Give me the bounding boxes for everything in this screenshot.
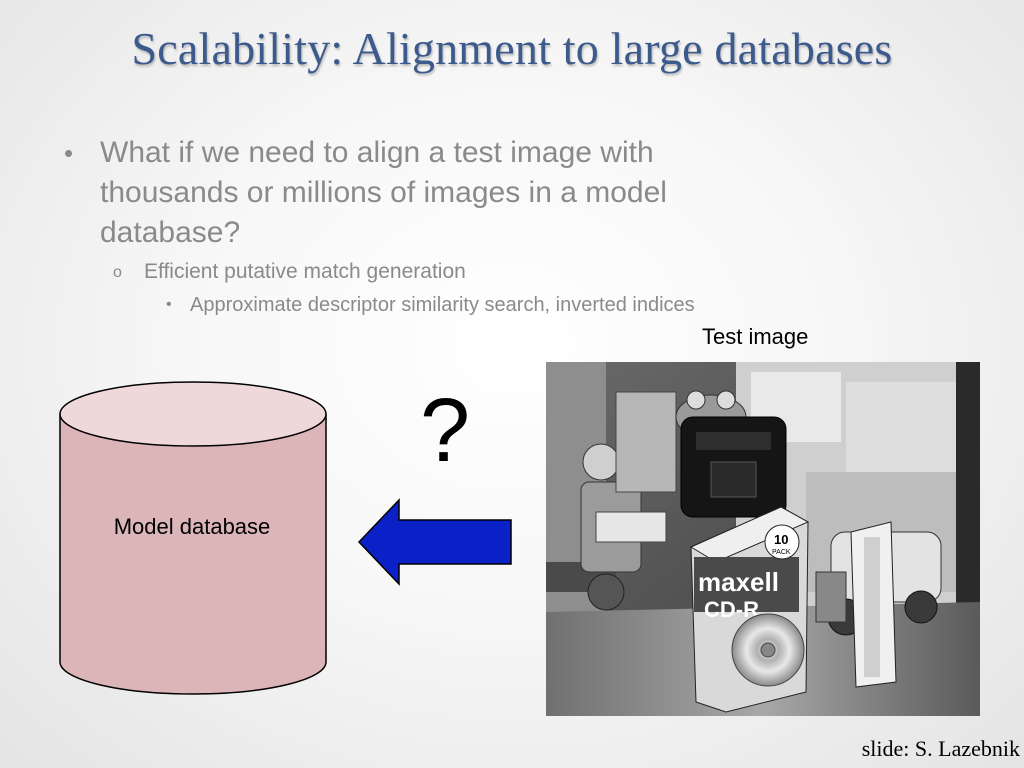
sub-sub-bullet-marker: • [166, 296, 172, 313]
bullet-line-1: What if we need to align a test image wi… [100, 136, 654, 169]
sub-bullet-marker: o [113, 264, 122, 281]
left-arrow-icon [357, 498, 512, 586]
sub-sub-bullet-text: Approximate descriptor similarity search… [190, 294, 695, 316]
model-database-label: Model database [113, 514, 271, 539]
sub-bullet-text: Efficient putative match generation [144, 260, 466, 283]
bullet-line-2: thousands or millions of images in a mod… [100, 176, 667, 209]
box-brand-text: maxell [698, 567, 779, 597]
bullet-level3: • Approximate descriptor similarity sear… [166, 290, 822, 320]
test-image-label: Test image [702, 324, 809, 349]
pack-count-text: 10 [774, 532, 788, 547]
bullet-line-3: database? [100, 216, 241, 249]
slide-title: Scalability: Alignment to large database… [131, 23, 893, 74]
bullet-list: • What if we need to align a test image … [62, 133, 822, 320]
database-cylinder-icon [59, 381, 327, 695]
slide-credit: slide: S. Lazebnik [861, 736, 1020, 761]
bullet-level2: o Efficient putative match generation [113, 257, 822, 287]
question-mark: ? [420, 381, 471, 481]
bullet-level1: • What if we need to align a test image … [62, 133, 822, 253]
bullet-marker: • [64, 138, 74, 168]
pack-word-text: PACK [772, 549, 791, 556]
test-image-photo: maxell CD-R 10 PACK [546, 362, 980, 716]
box-product-text: CD-R [704, 597, 759, 622]
